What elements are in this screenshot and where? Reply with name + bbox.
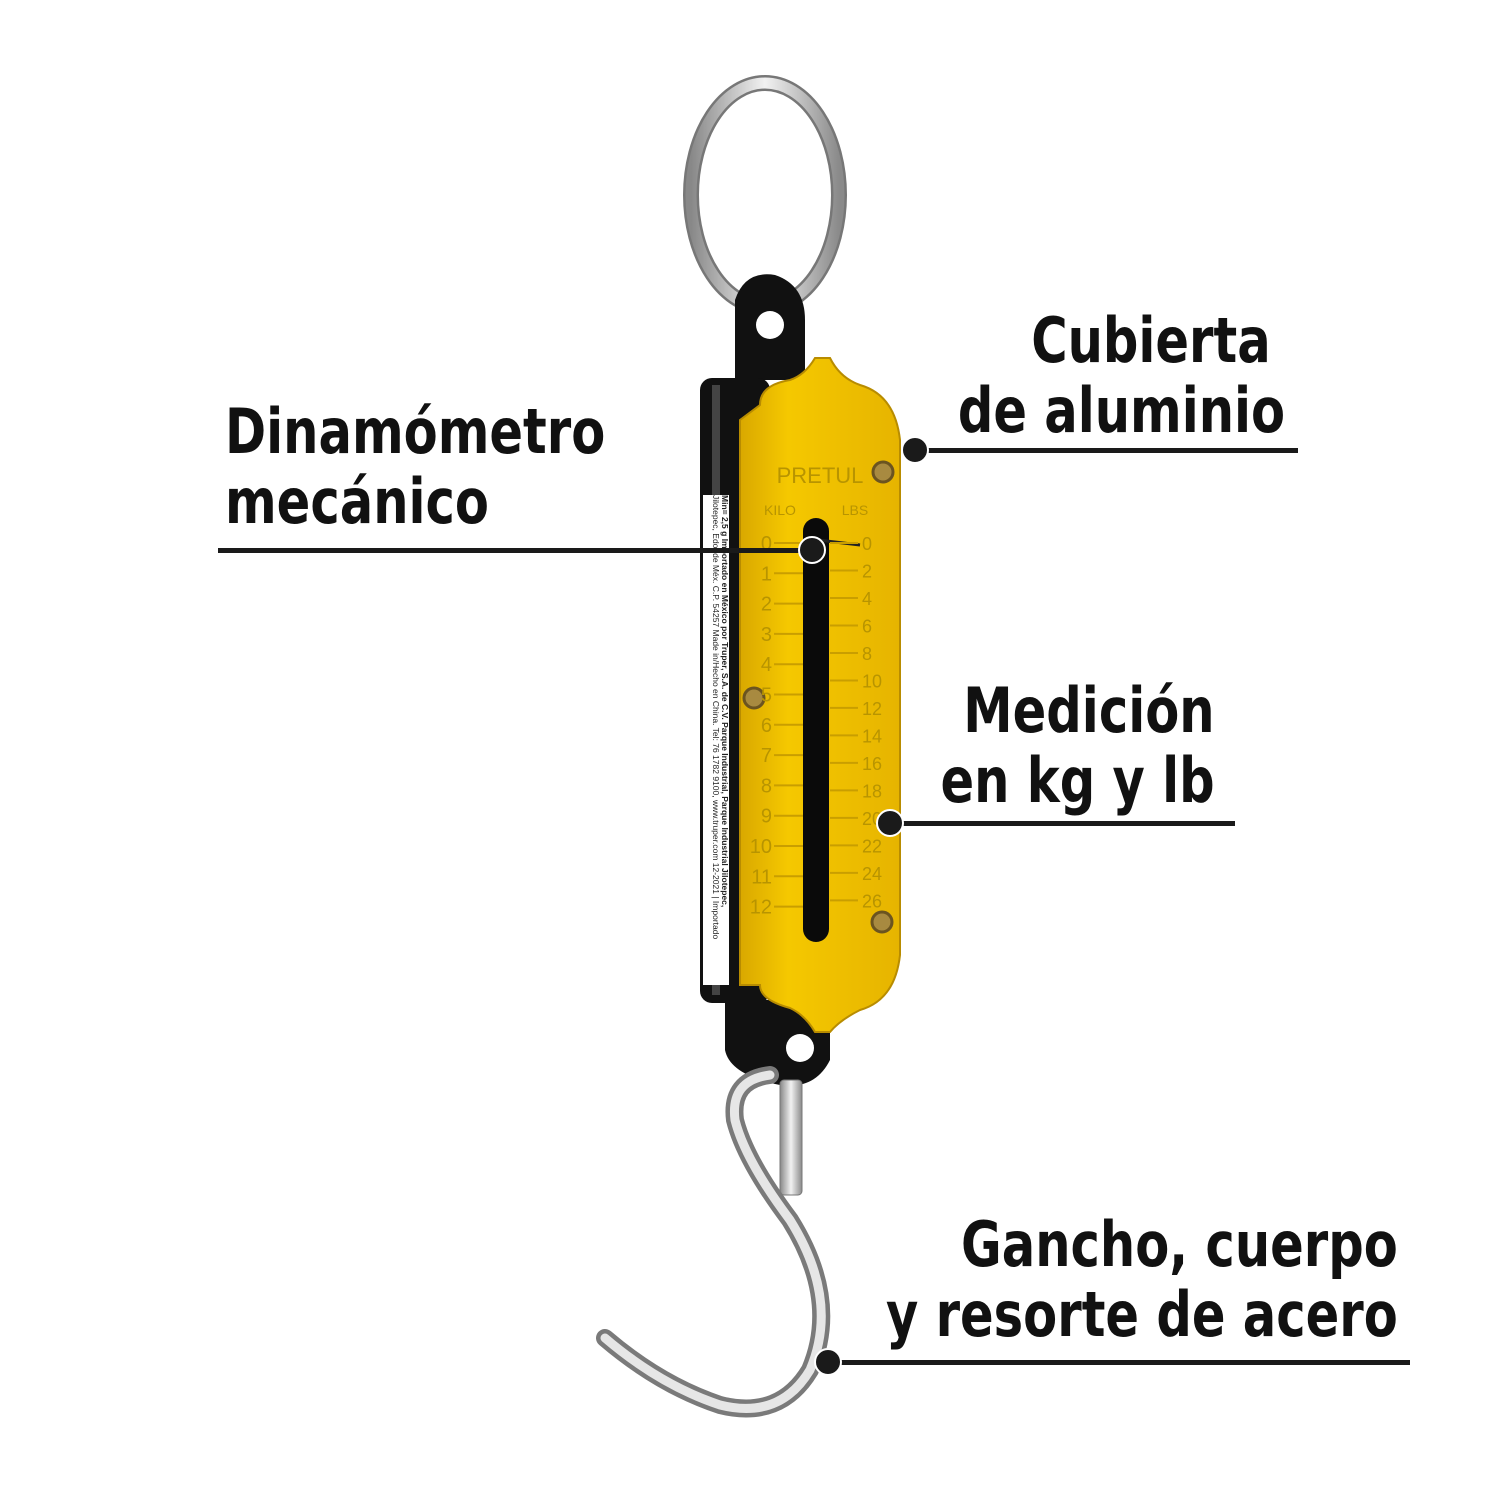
- lbs-tick-label: 2: [862, 561, 872, 581]
- sticker-line-1: Min= 2,5 g Importado en México por Trupe…: [720, 495, 729, 908]
- leader-line: [218, 548, 812, 553]
- lbs-tick-label: 8: [862, 644, 872, 664]
- callout-cubierta: Cubierta de aluminio: [958, 306, 1285, 446]
- kilo-tick-label: 7: [761, 745, 772, 767]
- kilo-tick-label: 12: [750, 897, 772, 919]
- rivet-icon: [871, 460, 895, 484]
- callout-gancho: Gancho, cuerpo y resorte de acero: [886, 1210, 1398, 1350]
- lbs-label: LBS: [842, 502, 868, 518]
- callout-line: mecánico: [225, 465, 489, 538]
- leader-dot: [901, 436, 929, 464]
- info-sticker: Min= 2,5 g Importado en México por Trupe…: [703, 495, 729, 985]
- callout-dinamometro: Dinamómetro mecánico: [225, 397, 605, 537]
- kilo-tick-label: 3: [761, 624, 772, 646]
- kilo-tick-label: 6: [761, 715, 772, 737]
- kilo-tick-label: 4: [761, 654, 772, 676]
- lbs-tick-label: 12: [862, 699, 882, 719]
- lbs-tick-label: 22: [862, 836, 882, 856]
- hook-icon: [596, 1066, 831, 1418]
- callout-line: y resorte de acero: [886, 1278, 1398, 1351]
- ring-icon: [683, 75, 847, 315]
- lbs-tick-label: 16: [862, 754, 882, 774]
- callout-line: en kg y lb: [940, 744, 1215, 817]
- rivet-icon: [870, 910, 894, 934]
- callout-line: Dinamómetro: [225, 395, 606, 468]
- kilo-tick-label: 9: [761, 806, 772, 828]
- leader-dot: [876, 809, 904, 837]
- kilo-tick-label: 11: [751, 866, 772, 888]
- kilo-tick-label: 1: [761, 563, 772, 585]
- kilo-tick-label: 2: [761, 594, 772, 616]
- kilo-label: KILO: [764, 502, 796, 518]
- kilo-tick-label: 0: [761, 533, 772, 555]
- lbs-tick-label: 26: [862, 891, 882, 911]
- slot: [803, 518, 829, 942]
- lbs-tick-label: 0: [862, 534, 872, 554]
- sticker-line-2: Jilotepec, Edo. de Méx. C.P. 54257 Made …: [711, 495, 722, 940]
- kilo-tick-label: 8: [761, 775, 772, 797]
- leader-dot: [814, 1348, 842, 1376]
- lbs-tick-label: 18: [862, 781, 882, 801]
- kilo-tick-label: 5: [761, 685, 772, 707]
- rivet-icon: [742, 686, 766, 710]
- lbs-tick-label: 24: [862, 864, 882, 884]
- lbs-tick-label: 10: [862, 671, 882, 691]
- callout-medicion: Medición en kg y lb: [941, 676, 1215, 816]
- lbs-tick-label: 14: [862, 726, 882, 746]
- callout-line: de aluminio: [957, 374, 1285, 447]
- kilo-tick-label: 10: [750, 836, 772, 858]
- lbs-tick-label: 6: [862, 616, 872, 636]
- callout-line: Medición: [963, 674, 1215, 747]
- leader-line: [890, 821, 1235, 826]
- aluminium-cover: PRETUL KILO LBS 012345678910111202468101…: [739, 357, 901, 1033]
- lbs-tick-label: 4: [862, 589, 872, 609]
- callout-line: Cubierta: [1031, 304, 1271, 377]
- callout-line: Gancho, cuerpo: [961, 1208, 1398, 1281]
- leader-line: [915, 448, 1298, 453]
- leader-dot: [798, 536, 826, 564]
- brand-label: PRETUL: [777, 463, 864, 488]
- leader-line: [828, 1360, 1410, 1365]
